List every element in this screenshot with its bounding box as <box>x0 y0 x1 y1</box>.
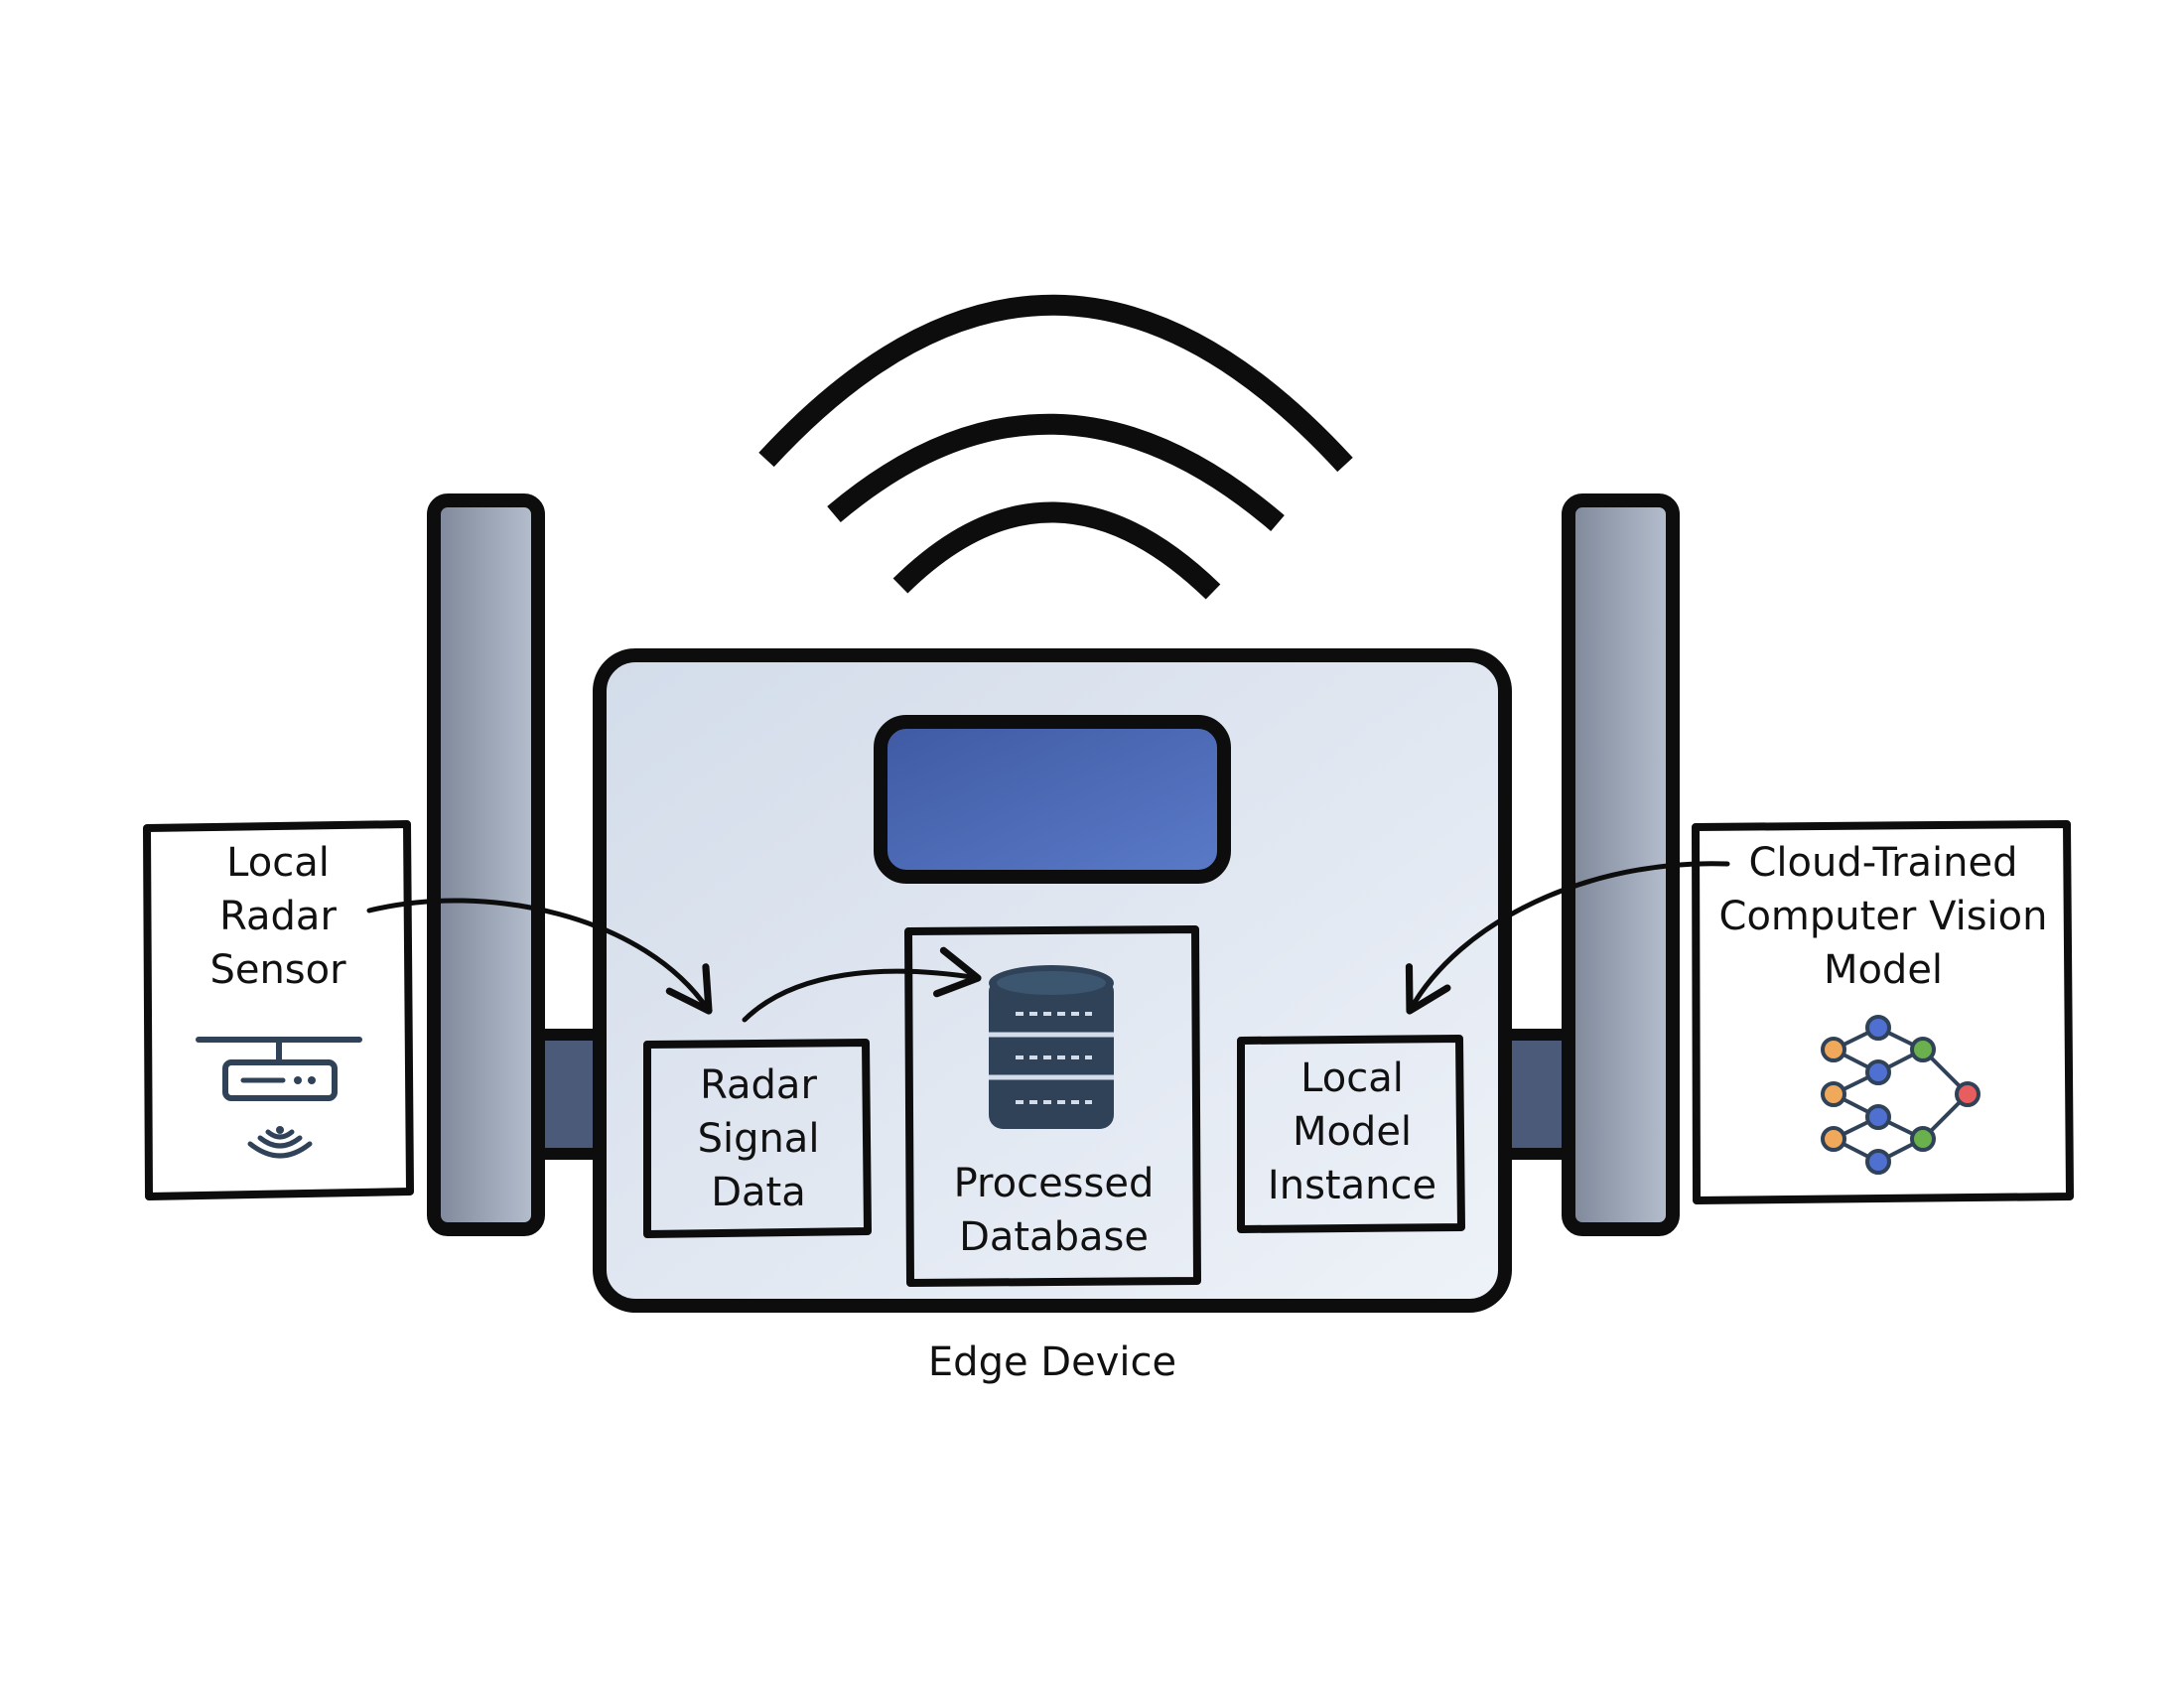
local-model-instance-label-line: Model <box>1292 1109 1413 1155</box>
database-icon <box>989 965 1114 1129</box>
cloud-model-label-line: Model <box>1823 947 1944 993</box>
cloud-model-card <box>1692 820 2074 1204</box>
cloud-model-label-line: Computer Vision <box>1718 894 2048 939</box>
radar-signal-data-label: Radar Signal Data <box>651 1058 866 1219</box>
radar-signal-data-label-line: Radar <box>700 1062 817 1108</box>
local-model-instance-box <box>1237 1035 1465 1233</box>
edge-device-label: Edge Device <box>927 1339 1177 1385</box>
left-antenna <box>427 493 545 1236</box>
arrow-signal-to-database <box>742 946 982 1023</box>
radar-signal-data-label-line: Data <box>711 1170 806 1215</box>
local-model-instance-label: Local Model Instance <box>1245 1052 1459 1212</box>
local-model-instance-label-line: Local <box>1300 1055 1404 1101</box>
radar-signal-data-box <box>643 1039 872 1238</box>
wifi-arc-outer <box>758 294 1353 473</box>
local-model-instance-label-line: Instance <box>1267 1163 1437 1208</box>
cloud-model-label: Cloud-Trained Computer Vision Model <box>1700 836 2067 997</box>
radar-sensor-label-line: Local <box>226 840 330 886</box>
arrow-cloud-to-local-model <box>1405 861 1730 1015</box>
right-connector <box>1499 1029 1577 1160</box>
processed-database-box <box>904 925 1201 1287</box>
cloud-model-label-line: Cloud-Trained <box>1748 840 2018 886</box>
radar-sensor-icon <box>196 1037 362 1159</box>
processed-database-label-line: Database <box>959 1214 1149 1260</box>
radar-sensor-card <box>143 820 414 1200</box>
wifi-signal-icon <box>758 294 1353 600</box>
radar-signal-data-label-line: Signal <box>697 1116 820 1162</box>
wifi-arc-middle <box>827 413 1285 531</box>
radar-sensor-label-line: Radar <box>219 894 337 939</box>
neural-network-icon <box>1821 1015 1980 1175</box>
arrow-sensor-to-signal <box>366 898 713 1015</box>
processed-database-label-line: Processed <box>953 1161 1155 1206</box>
radar-sensor-label-line: Sensor <box>209 947 346 993</box>
radar-sensor-label: Local Radar Sensor <box>149 836 407 997</box>
device-screen <box>874 715 1231 884</box>
wifi-arc-inner <box>892 501 1221 600</box>
processed-database-label: Processed Database <box>912 1157 1195 1264</box>
